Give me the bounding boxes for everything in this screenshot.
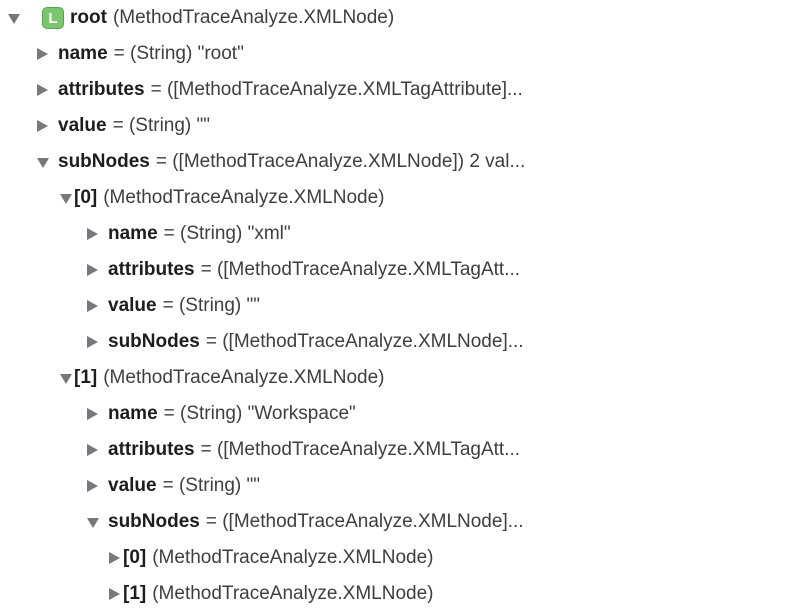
variable-row[interactable]: [0] (MethodTraceAnalyze.XMLNode) bbox=[0, 540, 802, 576]
disclosure-triangle-right-icon[interactable] bbox=[37, 47, 50, 61]
variable-row[interactable]: attributes = ([MethodTraceAnalyze.XMLTag… bbox=[0, 72, 802, 108]
disclosure-triangle-down-icon[interactable] bbox=[37, 155, 50, 169]
disclosure-triangle-right-icon[interactable] bbox=[37, 83, 50, 97]
disclosure-triangle-right-icon[interactable] bbox=[87, 227, 100, 241]
disclosure-triangle-right-icon[interactable] bbox=[109, 587, 122, 601]
disclosure-triangle-right-icon[interactable] bbox=[37, 119, 50, 133]
variable-name: attributes bbox=[58, 79, 145, 100]
variable-row[interactable]: subNodes = ([MethodTraceAnalyze.XMLNode]… bbox=[0, 324, 802, 360]
disclosure-triangle-right-icon[interactable] bbox=[87, 479, 100, 493]
variable-row[interactable]: subNodes = ([MethodTraceAnalyze.XMLNode]… bbox=[0, 504, 802, 540]
variable-name: [1] bbox=[123, 583, 147, 604]
variable-detail: = ([MethodTraceAnalyze.XMLTagAttribute].… bbox=[150, 79, 523, 100]
variable-detail: = (String) "" bbox=[162, 475, 261, 496]
disclosure-triangle-down-icon[interactable] bbox=[60, 191, 73, 205]
variable-detail: = (String) "xml" bbox=[163, 223, 291, 244]
variable-detail: = ([MethodTraceAnalyze.XMLNode]) 2 val..… bbox=[155, 151, 526, 172]
disclosure-triangle-down-icon[interactable] bbox=[87, 515, 100, 529]
variable-row[interactable]: name = (String) "Workspace" bbox=[0, 396, 802, 432]
variable-row[interactable]: attributes = ([MethodTraceAnalyze.XMLTag… bbox=[0, 252, 802, 288]
disclosure-triangle-down-icon[interactable] bbox=[60, 371, 73, 385]
disclosure-triangle-right-icon[interactable] bbox=[109, 551, 122, 565]
variable-detail: = (String) "" bbox=[112, 115, 211, 136]
variable-name: subNodes bbox=[108, 331, 200, 352]
variable-detail: = (String) "" bbox=[162, 295, 261, 316]
variable-detail: (MethodTraceAnalyze.XMLNode) bbox=[152, 547, 434, 568]
variable-name: name bbox=[58, 43, 108, 64]
variable-name: subNodes bbox=[108, 511, 200, 532]
variable-detail: = ([MethodTraceAnalyze.XMLTagAtt... bbox=[200, 439, 521, 460]
variable-detail: (MethodTraceAnalyze.XMLNode) bbox=[112, 7, 395, 28]
variable-row[interactable]: name = (String) "root" bbox=[0, 36, 802, 72]
variable-detail: = ([MethodTraceAnalyze.XMLNode]... bbox=[205, 331, 524, 352]
variable-name: [0] bbox=[74, 187, 98, 208]
variable-detail: (MethodTraceAnalyze.XMLNode) bbox=[152, 583, 434, 604]
disclosure-triangle-right-icon[interactable] bbox=[87, 443, 100, 457]
variable-name: value bbox=[58, 115, 107, 136]
variable-row[interactable]: [1] (MethodTraceAnalyze.XMLNode) bbox=[0, 576, 802, 612]
variable-name: root bbox=[70, 7, 107, 28]
variable-row[interactable]: name = (String) "xml" bbox=[0, 216, 802, 252]
variable-name: value bbox=[108, 475, 157, 496]
variable-name: attributes bbox=[108, 439, 195, 460]
disclosure-triangle-right-icon[interactable] bbox=[87, 335, 100, 349]
variable-name: subNodes bbox=[58, 151, 150, 172]
variable-detail: = ([MethodTraceAnalyze.XMLNode]... bbox=[205, 511, 524, 532]
variable-row[interactable]: value = (String) "" bbox=[0, 288, 802, 324]
variable-name: name bbox=[108, 403, 158, 424]
disclosure-triangle-right-icon[interactable] bbox=[87, 299, 100, 313]
variable-name: attributes bbox=[108, 259, 195, 280]
variable-row[interactable]: value = (String) "" bbox=[0, 468, 802, 504]
variable-detail: (MethodTraceAnalyze.XMLNode) bbox=[103, 367, 385, 388]
variable-name: name bbox=[108, 223, 158, 244]
variable-row[interactable]: subNodes = ([MethodTraceAnalyze.XMLNode]… bbox=[0, 144, 802, 180]
disclosure-triangle-right-icon[interactable] bbox=[87, 407, 100, 421]
variable-row[interactable]: [1] (MethodTraceAnalyze.XMLNode) bbox=[0, 360, 802, 396]
variable-name: [0] bbox=[123, 547, 147, 568]
variable-detail: = (String) "Workspace" bbox=[163, 403, 356, 424]
local-variable-badge-icon: L bbox=[42, 7, 64, 29]
variable-detail: = ([MethodTraceAnalyze.XMLTagAtt... bbox=[200, 259, 521, 280]
variable-name: value bbox=[108, 295, 157, 316]
variable-row[interactable]: [0] (MethodTraceAnalyze.XMLNode) bbox=[0, 180, 802, 216]
variable-detail: (MethodTraceAnalyze.XMLNode) bbox=[103, 187, 385, 208]
variable-name: [1] bbox=[74, 367, 98, 388]
disclosure-triangle-right-icon[interactable] bbox=[87, 263, 100, 277]
variable-row[interactable]: value = (String) "" bbox=[0, 108, 802, 144]
disclosure-triangle-down-icon[interactable] bbox=[8, 11, 21, 25]
variable-row[interactable]: attributes = ([MethodTraceAnalyze.XMLTag… bbox=[0, 432, 802, 468]
variable-detail: = (String) "root" bbox=[113, 43, 244, 64]
variable-row[interactable]: L root (MethodTraceAnalyze.XMLNode) bbox=[0, 0, 802, 36]
